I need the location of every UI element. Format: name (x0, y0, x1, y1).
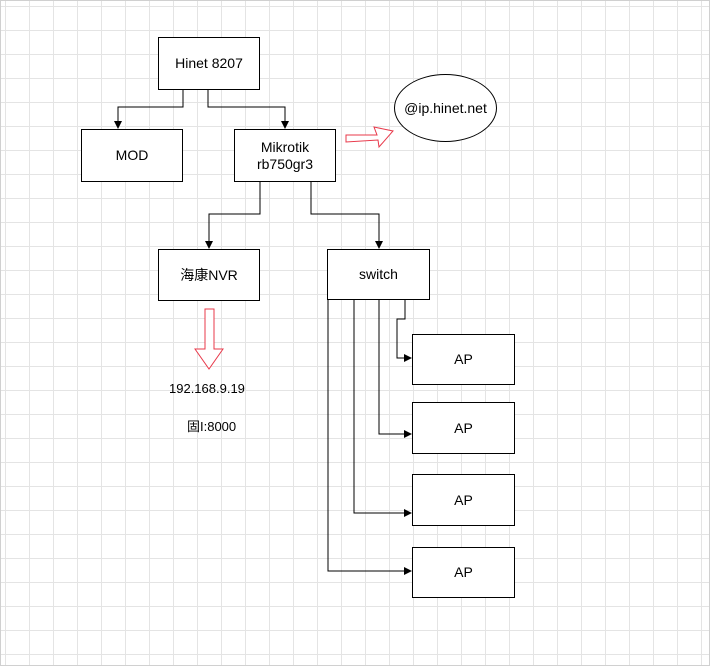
red-arrow-right-icon (345, 126, 394, 149)
node-mikrotik-label-line1: Mikrotik (260, 138, 310, 155)
node-ap-1[interactable]: AP (412, 334, 515, 385)
red-arrow-down-icon (194, 308, 224, 370)
node-hinet-modem-label: Hinet 8207 (175, 55, 243, 71)
node-ap-4-label: AP (454, 564, 473, 580)
node-mod-label: MOD (115, 147, 149, 163)
node-mod[interactable]: MOD (81, 129, 183, 182)
node-switch-label: switch (359, 266, 398, 282)
node-hinet-modem[interactable]: Hinet 8207 (158, 37, 260, 90)
edge-hinet-mikrotik (207, 90, 289, 129)
node-ap-3[interactable]: AP (412, 474, 515, 526)
node-ap-4[interactable]: AP (412, 547, 515, 598)
edge-switch-ap2 (378, 299, 412, 438)
node-hinet-account-label: @ip.hinet.net (404, 99, 487, 116)
node-mikrotik-router[interactable]: Mikrotik rb750gr3 (234, 129, 336, 182)
nvr-port: 固I:8000 (187, 419, 237, 434)
node-ap-2-label: AP (454, 419, 473, 436)
edge-switch-ap4 (327, 299, 412, 575)
node-ap-3-label: AP (454, 491, 473, 508)
nvr-ip-address: 192.168.9.19 (169, 381, 245, 396)
node-mikrotik-label-line2: rb750gr3 (256, 155, 314, 172)
node-hinet-account[interactable]: @ip.hinet.net (394, 74, 497, 142)
node-switch[interactable]: switch (327, 249, 430, 300)
edge-mikrotik-nvr (205, 181, 261, 249)
node-nvr-label: 海康NVR (180, 266, 238, 283)
edge-hinet-mod (114, 90, 184, 129)
edge-mikrotik-switch (310, 181, 383, 249)
node-ap-2[interactable]: AP (412, 402, 515, 454)
node-ap-1-label: AP (454, 351, 473, 367)
edge-switch-ap1 (396, 299, 412, 362)
edge-switch-ap3 (353, 299, 412, 517)
node-nvr[interactable]: 海康NVR (158, 249, 260, 301)
